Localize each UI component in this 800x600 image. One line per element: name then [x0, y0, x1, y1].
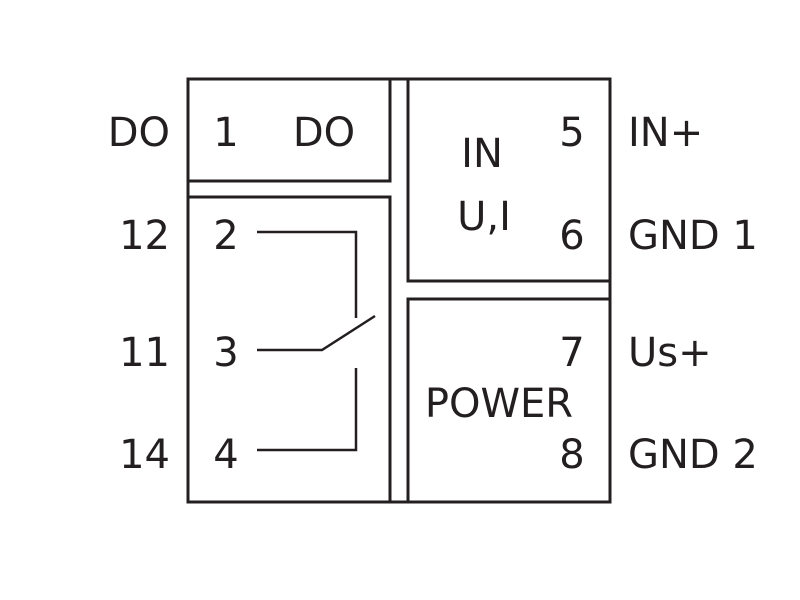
- outer-label-gnd-1: GND 1: [628, 213, 758, 259]
- terminal-8: 8: [559, 432, 584, 478]
- outer-label-in-plus: IN+: [628, 110, 703, 156]
- terminal-5: 5: [559, 110, 584, 156]
- terminal-4: 4: [213, 432, 238, 478]
- do-block: [186, 77, 392, 183]
- outer-label-gnd-2: GND 2: [628, 432, 758, 478]
- do-block-label: DO: [293, 110, 355, 156]
- input-label-in: IN: [461, 131, 503, 177]
- terminal-2: 2: [213, 213, 238, 259]
- power-block: [406, 297, 612, 504]
- terminal-1: 1: [213, 110, 238, 156]
- outer-label-12: 12: [119, 213, 170, 259]
- outer-frame: [186, 77, 612, 504]
- outer-label-do: DO: [108, 110, 170, 156]
- relay-wire-terminal-4: [257, 368, 358, 452]
- outer-label-us-plus: Us+: [628, 330, 712, 376]
- terminal-3: 3: [213, 330, 238, 376]
- terminal-7: 7: [559, 330, 584, 376]
- outer-label-11: 11: [119, 330, 170, 376]
- power-label: POWER: [425, 381, 573, 427]
- input-block: [406, 77, 612, 283]
- terminal-6: 6: [559, 213, 584, 259]
- relay-wire-terminal-2: [257, 230, 358, 318]
- relay-block: [186, 195, 392, 504]
- relay-wire-terminal-3: [257, 314, 376, 352]
- input-label-ui: U,I: [457, 194, 511, 240]
- outer-label-14: 14: [119, 432, 170, 478]
